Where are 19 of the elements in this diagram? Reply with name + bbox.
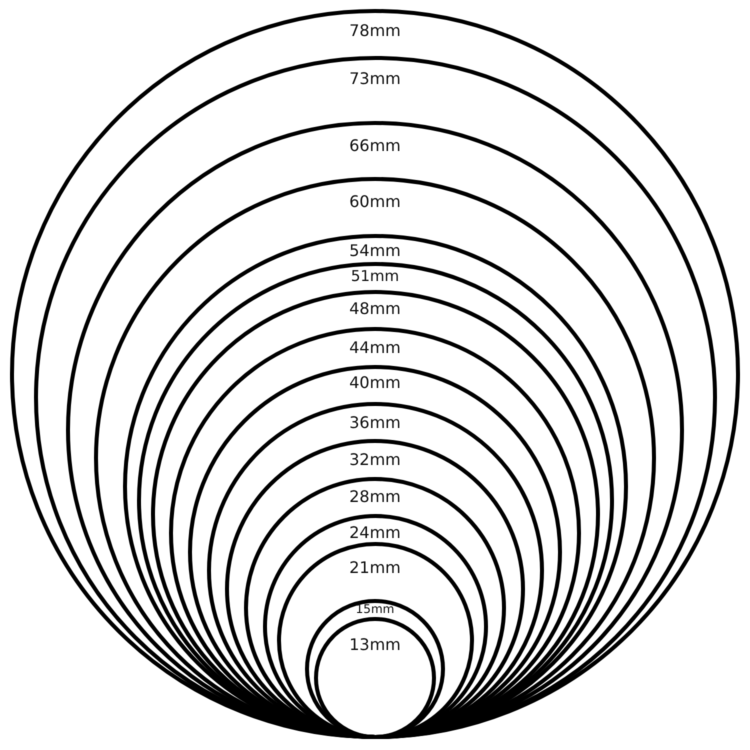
size-label: 40mm xyxy=(349,375,401,391)
size-label: 73mm xyxy=(349,71,401,87)
size-label: 44mm xyxy=(349,340,401,356)
size-label: 21mm xyxy=(349,560,401,576)
size-label: 54mm xyxy=(349,243,401,259)
size-label: 24mm xyxy=(349,525,401,541)
size-label: 60mm xyxy=(349,194,401,210)
size-label: 78mm xyxy=(349,23,401,39)
circle-outline xyxy=(94,177,656,739)
size-label: 28mm xyxy=(349,489,401,505)
circle-outline xyxy=(169,327,581,739)
size-label: 15mm xyxy=(356,603,394,615)
size-label: 13mm xyxy=(349,637,401,653)
circle-outline xyxy=(66,121,684,739)
size-label: 32mm xyxy=(349,452,401,468)
size-label: 66mm xyxy=(349,138,401,154)
size-label: 48mm xyxy=(349,301,401,317)
size-label: 36mm xyxy=(349,415,401,431)
size-label: 51mm xyxy=(350,268,400,284)
